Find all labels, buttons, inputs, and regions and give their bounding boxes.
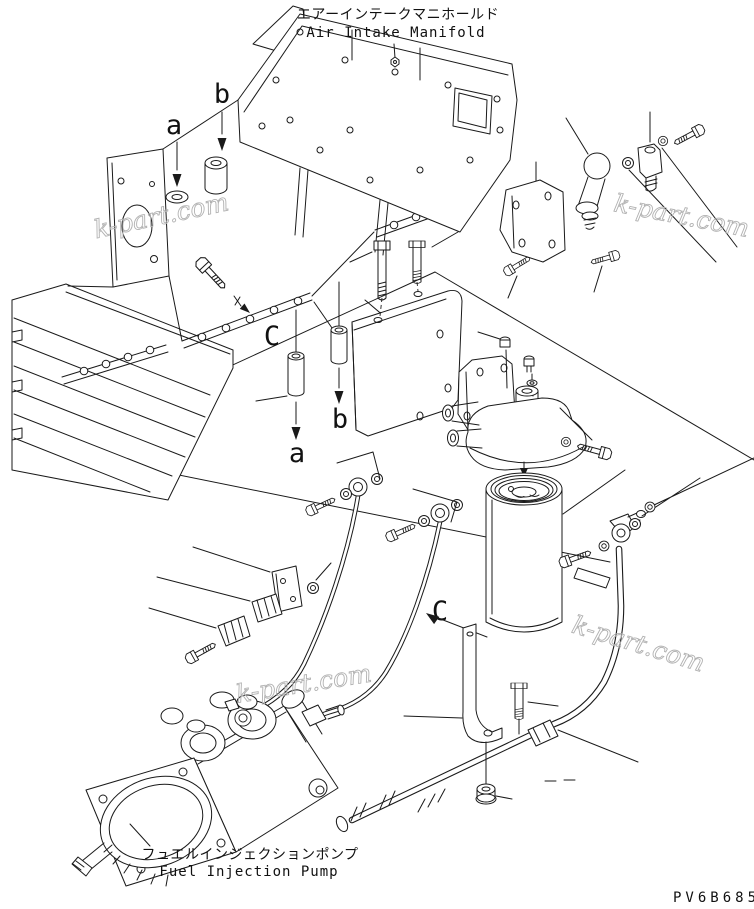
sensor-bracket: [499, 161, 566, 263]
washer: [644, 501, 656, 513]
hose-bolt-group: [557, 540, 611, 589]
washer: [307, 582, 319, 594]
hex-bolt: [671, 122, 707, 149]
arrow-icon: [239, 303, 253, 316]
washer: [629, 518, 641, 530]
fuel-tube-1: [248, 451, 383, 716]
leader-lines: [628, 147, 738, 263]
hose-top-elbow: [609, 457, 754, 543]
spacer-sleeve-a: a: [255, 309, 305, 469]
fuel-injection-pump: [71, 689, 345, 887]
marker-a-top-label: a: [166, 110, 182, 141]
watermark-text: k-part.com: [569, 610, 708, 678]
elbow-fitting: [637, 111, 663, 192]
plug-bolt-b: [523, 355, 538, 397]
manifold-bolt-holes: [258, 28, 504, 184]
hex-bolt: [589, 249, 621, 268]
mounting-bolt-right: [408, 231, 459, 292]
air-intake-manifold: [237, 5, 518, 233]
banjo-bolt: [384, 520, 418, 544]
drawing-number: PV6B685: [673, 890, 754, 906]
spacer-boss: [204, 156, 228, 195]
spacer-sleeve-b: b: [313, 281, 348, 435]
fuel-filter-head-assembly: [442, 331, 593, 477]
small-plug-bolt: [390, 43, 400, 68]
arrow-down-icon: [172, 174, 182, 187]
fuel-hose: [335, 457, 754, 833]
fuel-tube-2: [321, 488, 463, 717]
bracket-bolt: [510, 682, 559, 735]
hose-end-fitting: [335, 790, 396, 833]
title-japanese: エアーインテークマニホールド: [297, 7, 499, 23]
washer: [418, 515, 430, 527]
watermark-text: k-part.com: [612, 188, 752, 243]
marker-c-mid-label: C: [264, 321, 280, 352]
washer: [598, 540, 610, 552]
marker-c-mid: C: [264, 321, 280, 352]
label-leader: [129, 823, 151, 847]
marker-b-mid-label: b: [332, 404, 348, 435]
flange-nut: [475, 783, 513, 805]
tick-dashes: [544, 779, 576, 782]
pump-label-japanese: フュエルインジェクションポンプ: [141, 847, 358, 863]
marker-a-top: a: [165, 110, 189, 204]
banjo-eye: [234, 709, 252, 727]
washer: [560, 436, 572, 448]
filter-support-bracket: [403, 623, 503, 787]
tube-clamp-group: [148, 546, 332, 666]
arrow-down-icon: [334, 391, 344, 404]
marker-b-top-label: b: [214, 79, 230, 110]
banjo-eye: [430, 503, 450, 523]
hose-clamp-sleeve: [527, 719, 639, 763]
marker-a-mid-label: a: [289, 438, 305, 469]
bolt-with-spring-washer: [193, 254, 253, 316]
fuel-pressure-sender: [565, 117, 611, 230]
fuel-filter-cartridge: [485, 469, 626, 633]
engine-block-face: [67, 99, 389, 342]
hex-bolt: [557, 546, 594, 570]
washer: [371, 473, 383, 485]
pump-label-english: Fuel Injection Pump: [159, 864, 338, 880]
hex-bolt: [183, 639, 219, 666]
title-english: Air Intake Manifold: [306, 25, 485, 41]
washer: [657, 135, 669, 147]
washer: [622, 157, 634, 169]
plug-bolt-a: [477, 331, 511, 389]
marker-b-top: b: [204, 79, 230, 195]
pump-elbow-fitting: [301, 704, 345, 727]
engine-block-ribbed: [11, 283, 234, 501]
leader-lines: [507, 265, 603, 299]
manifold-support-bracket: [351, 290, 463, 437]
arrow-down-icon: [217, 138, 227, 151]
hex-bolt: [501, 253, 533, 278]
washer: [340, 488, 352, 500]
marker-c-bottom: C: [423, 596, 488, 638]
mounting-bolt-left: [349, 240, 391, 317]
